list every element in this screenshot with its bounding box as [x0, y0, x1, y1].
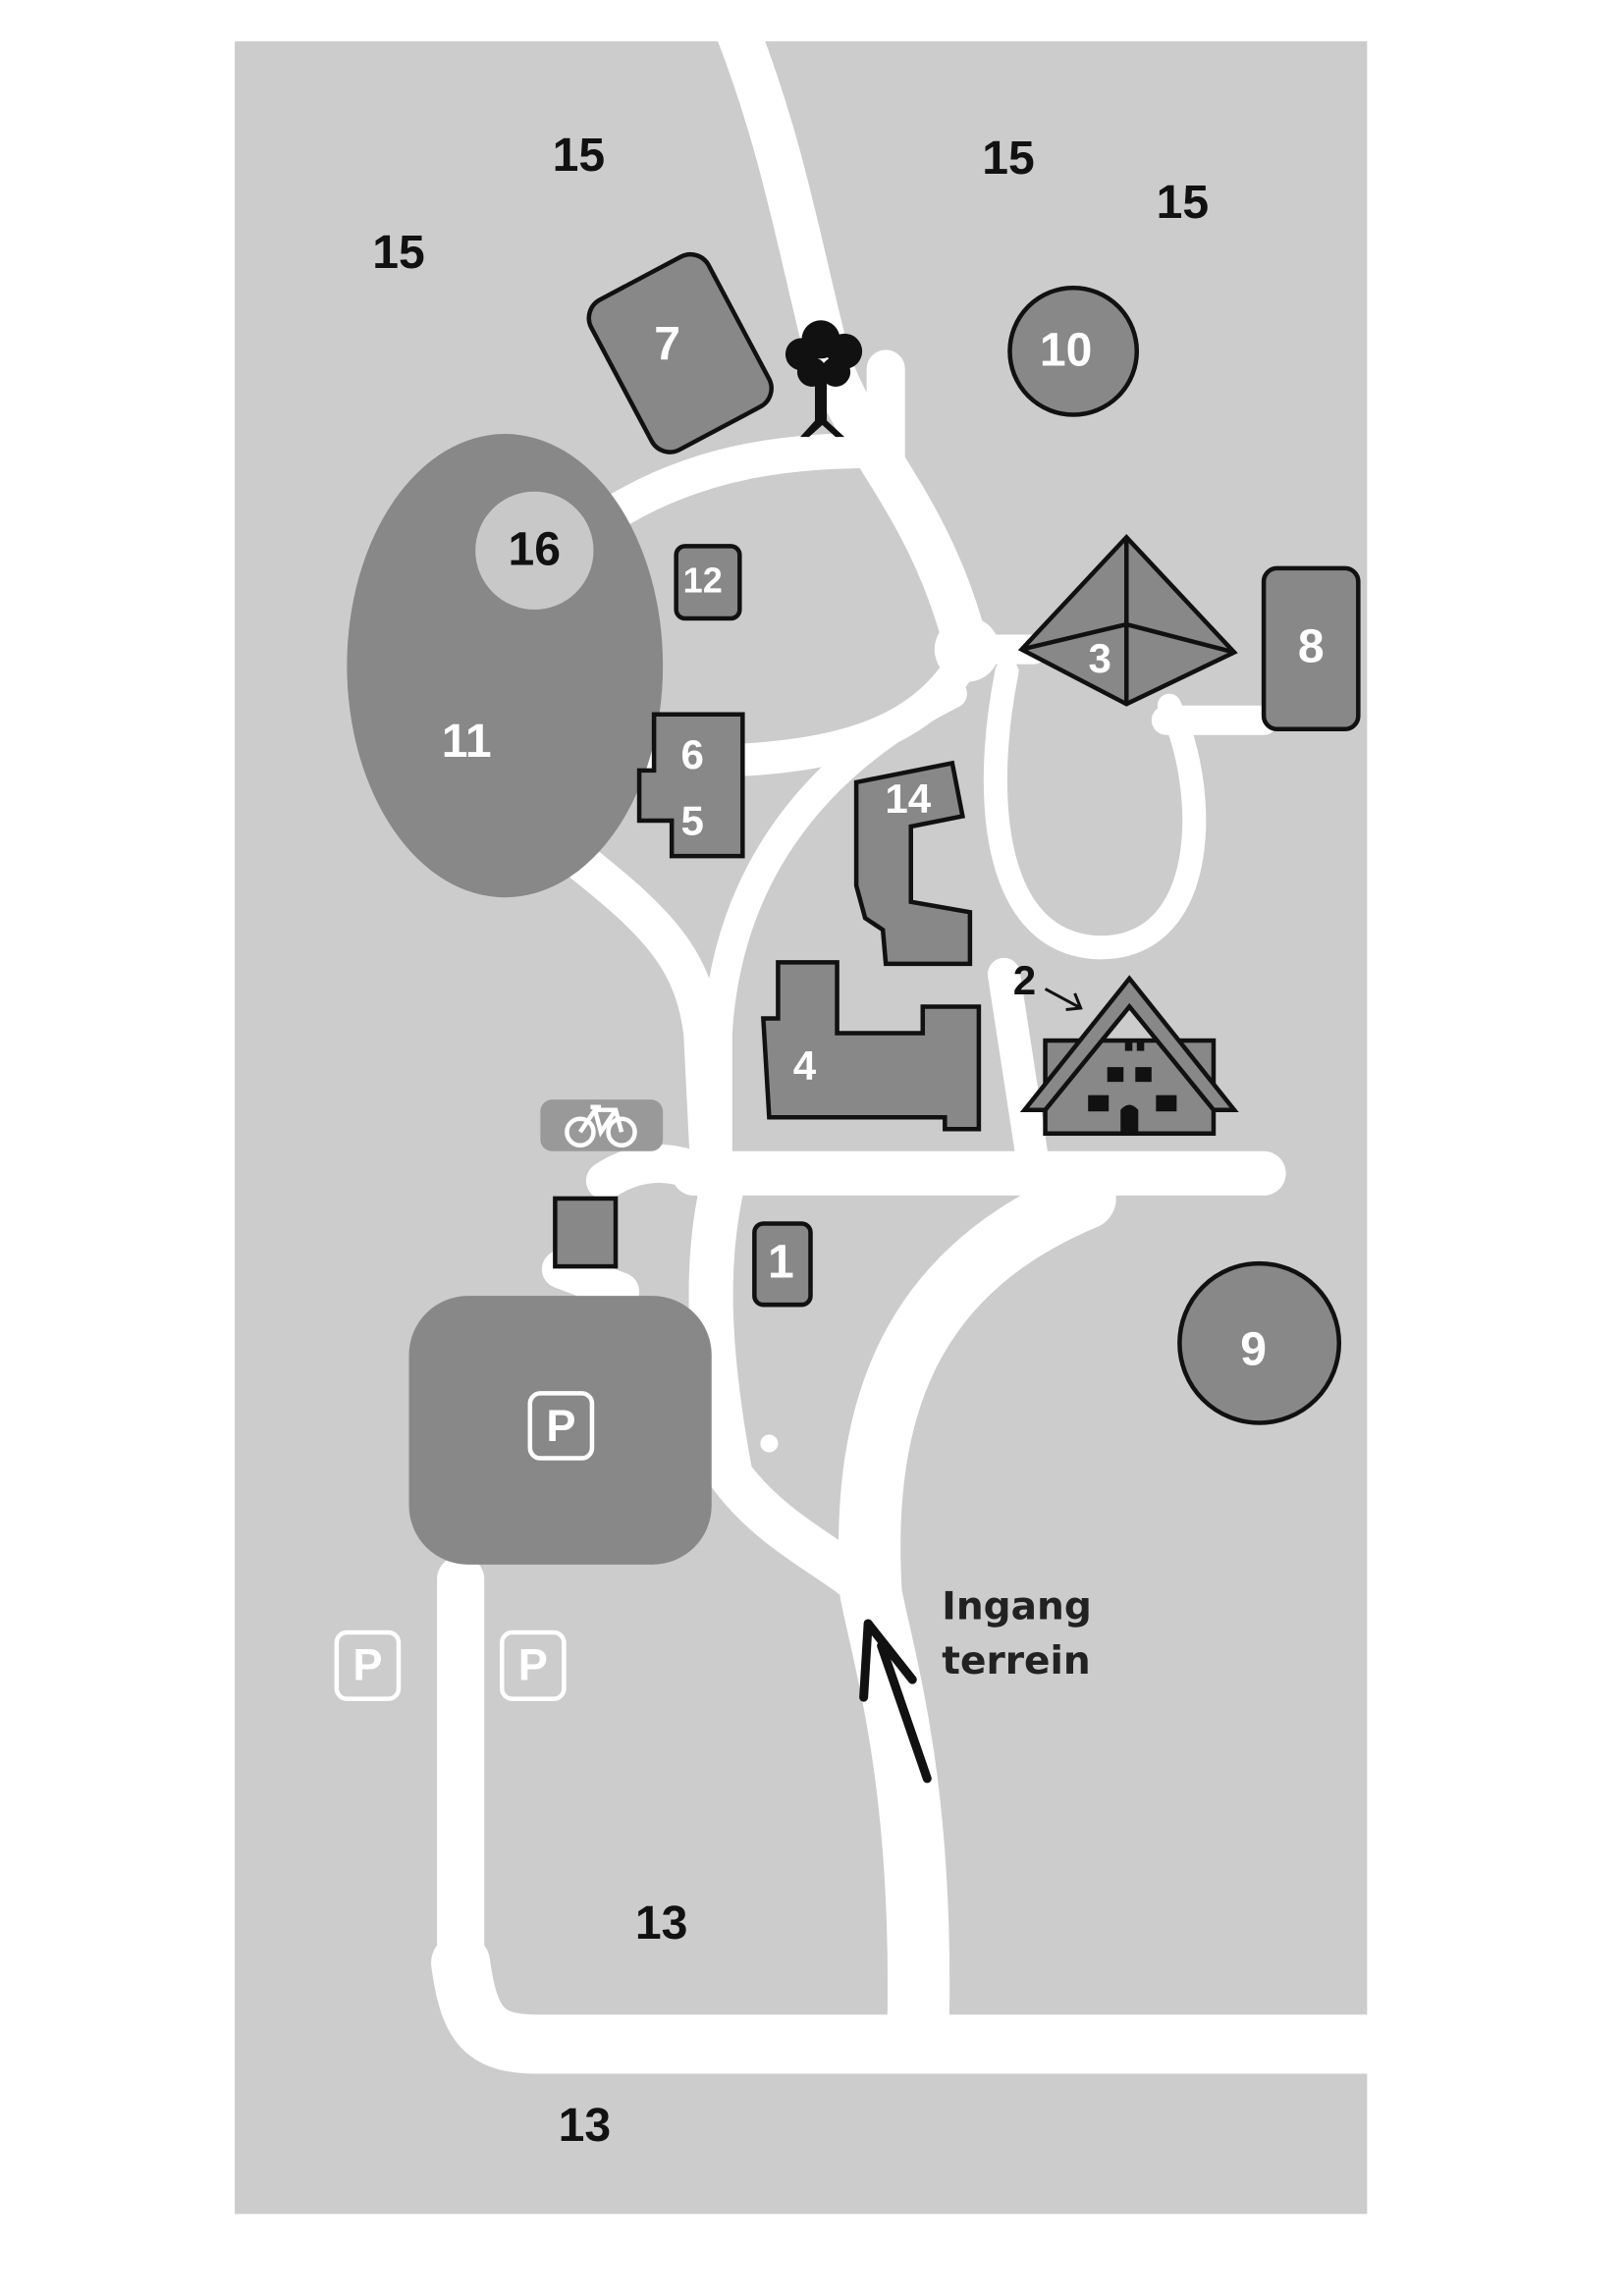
zone-13-label: 13 [635, 1896, 688, 1949]
building-6-label: 6 [680, 731, 703, 777]
area-16[interactable]: 16 [475, 491, 594, 610]
parking-icon: P [499, 1629, 567, 1701]
arrow-icon [1044, 988, 1083, 1011]
svg-text:P: P [546, 1401, 575, 1451]
building-2-label: 2 [1013, 957, 1036, 1003]
small-building[interactable] [553, 1196, 619, 1269]
roads [431, 10, 1397, 2074]
building-5-label: 5 [680, 798, 703, 844]
building-8-label: 8 [1298, 620, 1325, 673]
zone-15-label: 15 [372, 226, 425, 279]
building-9[interactable]: 9 [1177, 1260, 1342, 1425]
parking-icon: P [334, 1629, 402, 1701]
building-1-label: 1 [768, 1236, 794, 1289]
building-4[interactable]: 4 [760, 960, 982, 1132]
building-7[interactable]: 7 [581, 247, 779, 459]
marker-dot [760, 1434, 779, 1453]
building-10-label: 10 [1040, 323, 1093, 376]
arrow-up-icon [859, 1619, 932, 1784]
building-14-label: 14 [885, 775, 931, 822]
building-1[interactable]: 1 [752, 1221, 813, 1308]
parking-lot[interactable]: P [408, 1296, 712, 1565]
area-11-label: 11 [442, 715, 492, 768]
area-16-label: 16 [509, 522, 562, 575]
zone-15-label: 15 [1157, 176, 1210, 229]
building-6-5[interactable]: 6 5 [636, 712, 745, 859]
building-3-label: 3 [1088, 635, 1110, 681]
zone-15-label: 15 [553, 129, 606, 182]
tree-icon [785, 320, 863, 438]
house-icon[interactable] [1019, 975, 1239, 1137]
building-10[interactable]: 10 [1007, 285, 1140, 417]
svg-text:P: P [352, 1640, 382, 1690]
pyramid-icon[interactable]: 3 [1017, 534, 1238, 707]
building-9-label: 9 [1240, 1322, 1267, 1375]
entrance-label-line2: terrein [942, 1639, 1090, 1683]
building-7-label: 7 [654, 317, 680, 370]
building-8[interactable]: 8 [1261, 565, 1361, 732]
entrance-label-line1: Ingang [942, 1584, 1092, 1629]
zone-13-label: 13 [559, 2099, 612, 2152]
building-12[interactable]: 12 [674, 544, 742, 621]
parking-icon: P [527, 1391, 595, 1461]
building-12-label: 12 [683, 560, 723, 600]
zone-15-label: 15 [982, 132, 1035, 185]
svg-text:P: P [518, 1640, 548, 1690]
building-4-label: 4 [793, 1042, 817, 1089]
building-14[interactable]: 14 [853, 760, 973, 967]
bicycle-parking-icon[interactable] [540, 1099, 664, 1151]
